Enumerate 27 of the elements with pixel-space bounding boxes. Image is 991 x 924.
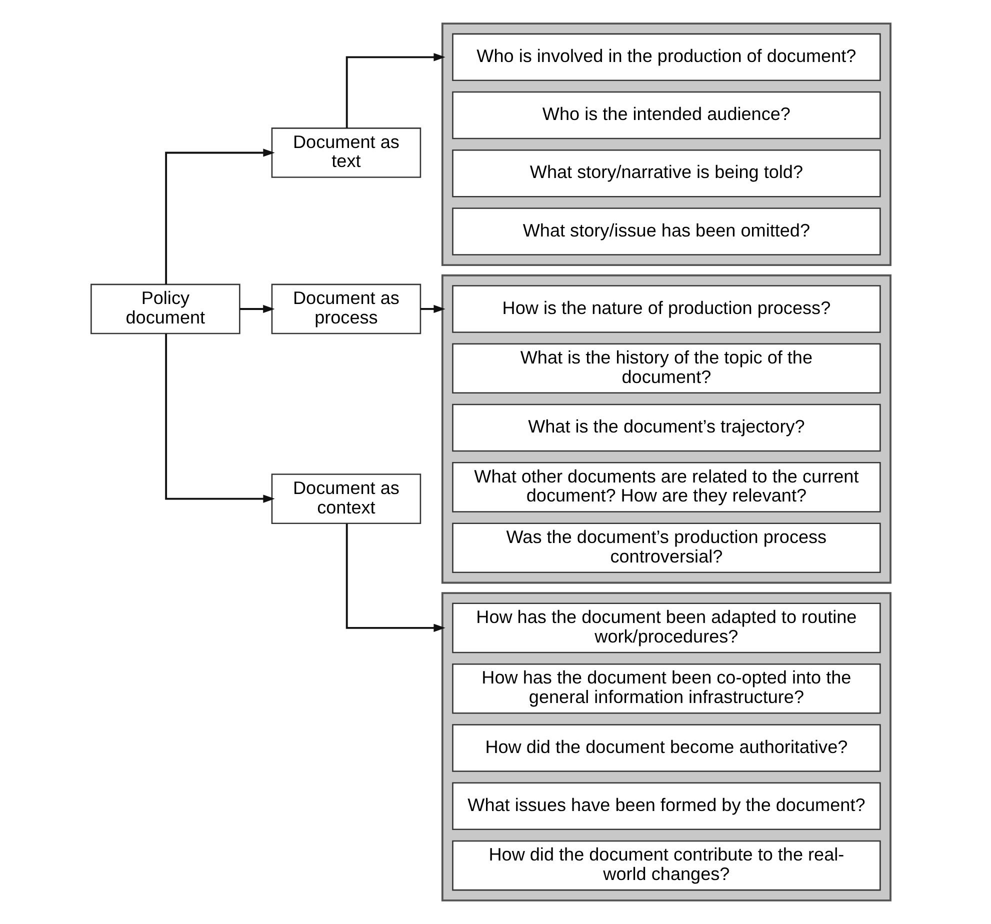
node-box: Document as context [270, 474, 421, 524]
node-box: What is the history of the topic of the document? [452, 343, 880, 394]
node-box: Policy document [90, 284, 240, 334]
node-box: What issues have been formed by the document? [452, 782, 880, 830]
node-box: How has the document been co-opted into the general information infrastructure? [452, 663, 880, 714]
arrow [345, 53, 445, 128]
node-box: Document as text [270, 128, 421, 178]
node-box: How did the document become authoritative? [452, 724, 880, 772]
arrow [164, 334, 274, 503]
node-box: Was the document’s production process controversial? [452, 522, 880, 574]
arrow [164, 148, 274, 284]
node-box: How is the nature of production process? [452, 285, 880, 333]
arrow [420, 304, 445, 314]
cluster [440, 274, 891, 584]
node-box: Who is the intended audience? [452, 91, 880, 140]
node-box: What story/issue has been omitted? [452, 208, 880, 256]
cluster [440, 22, 891, 266]
node-box: What is the document’s trajectory? [452, 404, 880, 452]
arrow [240, 304, 274, 314]
cluster [440, 592, 891, 902]
arrow [345, 524, 445, 632]
node-box: Who is involved in the production of document? [452, 33, 880, 82]
node-box: What other documents are related to the current document? How are they relevant? [452, 462, 880, 512]
node-box: How has the document been adapted to routine work/procedures? [452, 602, 880, 654]
node-box: Document as process [270, 284, 421, 334]
node-box: What story/narrative is being told? [452, 150, 880, 198]
node-box: How did the document contribute to the real-world changes? [452, 840, 880, 891]
